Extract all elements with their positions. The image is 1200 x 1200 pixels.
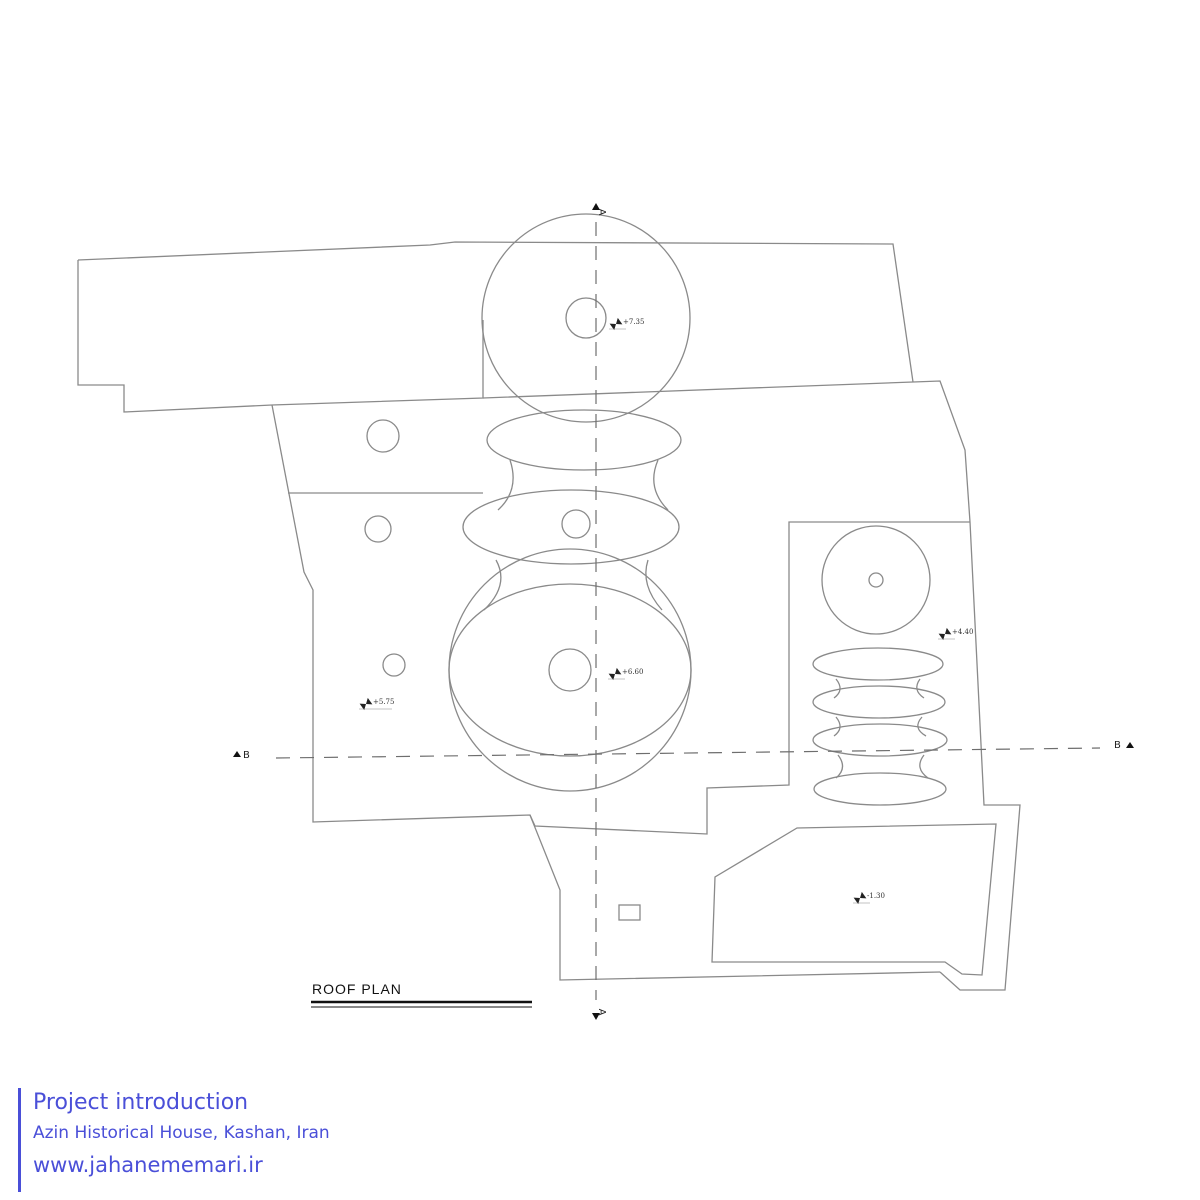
level-marker-4: +4.40 [938,627,973,641]
level-label-5: -1.30 [867,892,885,900]
caption-heading: Project introduction [33,1090,249,1115]
section-b-left-label: B [243,750,250,761]
caption-location: Azin Historical House, Kashan, Iran [33,1123,330,1143]
section-a-bottom-label: A [596,1009,607,1016]
building-outline [77,241,1021,991]
section-arrow-b-left [233,751,241,757]
level-markers: +7.35 +6.60 +5.75 +4.40 -1.30 [359,317,973,905]
section-arrow-a-top [592,203,600,210]
level-marker-5: -1.30 [853,891,885,905]
section-arrow-a-bottom [592,1013,600,1020]
section-arrow-b-right [1126,742,1134,748]
level-label-1: +7.35 [623,318,644,326]
section-axes: A A B B [233,203,1134,1020]
level-marker-1: +7.35 [609,317,644,331]
level-marker-2: +6.60 [608,667,643,681]
caption-website[interactable]: www.jahanememari.ir [33,1153,263,1177]
plan-title-block: ROOF PLAN [311,981,532,1008]
level-label-2: +6.60 [622,668,643,676]
domes [364,213,948,806]
section-b-right-label: B [1114,740,1121,751]
level-label-3: +5.75 [373,698,394,706]
level-marker-3: +5.75 [359,697,394,711]
level-label-4: +4.40 [952,628,973,636]
section-line-b [275,747,1101,759]
project-caption: Project introduction Azin Historical Hou… [18,1088,330,1192]
section-a-top-label: A [596,209,607,216]
plan-title: ROOF PLAN [312,981,402,997]
